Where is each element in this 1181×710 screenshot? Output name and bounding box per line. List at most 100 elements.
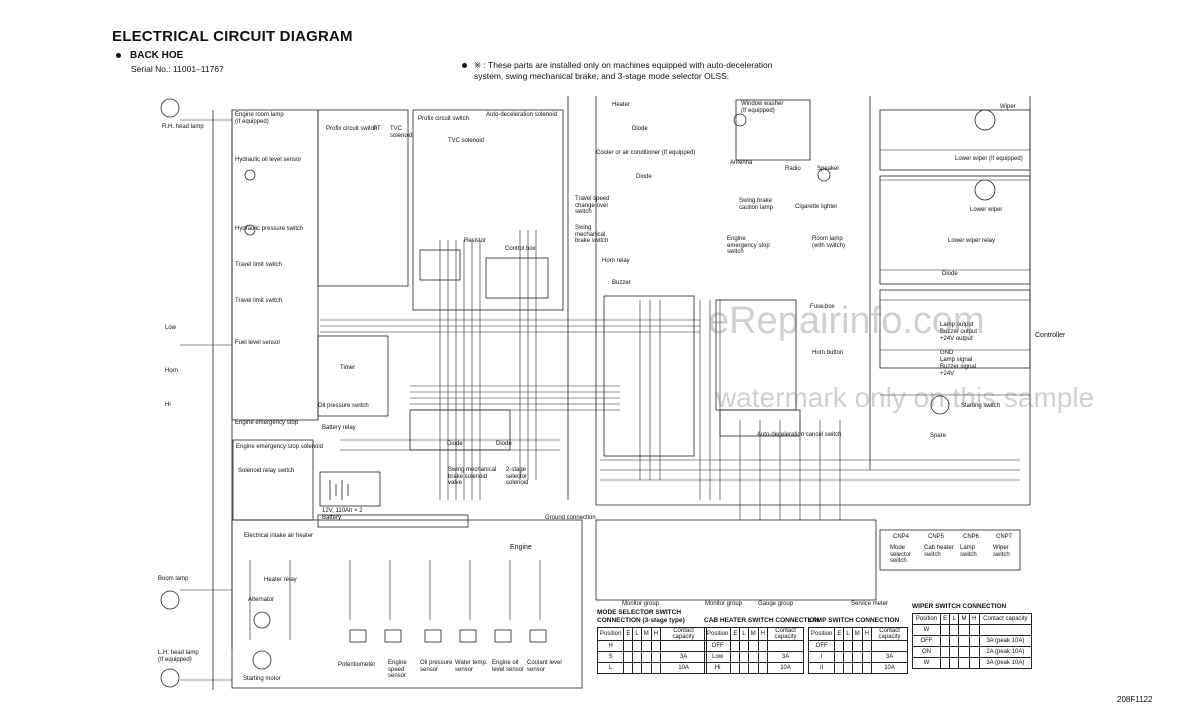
pt-label: PT bbox=[373, 126, 381, 132]
table-cell: 10A bbox=[767, 662, 804, 674]
table-cell: Contact capacity bbox=[871, 627, 908, 641]
table-cell: 10A bbox=[660, 662, 707, 674]
lh-head-lamp-symbol bbox=[160, 668, 180, 688]
travel-limit-label-1: Travel limit switch bbox=[235, 262, 283, 268]
diagram-title: ELECTRICAL CIRCUIT DIAGRAM bbox=[112, 28, 353, 45]
table-cell: 3A bbox=[660, 651, 707, 663]
auto-decel-solenoid-label: Auto-deceleration solenoid bbox=[486, 112, 558, 118]
table-cell bbox=[660, 640, 707, 652]
lamp-signal-label: Lamp signal bbox=[940, 357, 973, 363]
lower-wiper-relay-label: Lower wiper relay bbox=[948, 238, 996, 244]
tvc-solenoid-2-label: TVC solenoid bbox=[448, 138, 485, 144]
engine-room-lamp-label: Engine room lamp bbox=[235, 112, 284, 118]
drawing-code: 208F1122 bbox=[1117, 695, 1153, 704]
starting-motor-label: Starting motor bbox=[243, 676, 281, 682]
engine-room-lamp-equipped: (If equipped) bbox=[235, 119, 269, 125]
engine-label: Engine bbox=[510, 544, 532, 551]
emerg-stop-box bbox=[232, 439, 314, 521]
stage-selector-label: 2-stage selector solenoid bbox=[506, 467, 529, 486]
table-cell: E bbox=[730, 627, 741, 641]
table-cell: 3A (peak 10A) bbox=[978, 657, 1033, 669]
table-cell: H bbox=[968, 613, 980, 625]
table-cell: H bbox=[757, 627, 769, 641]
cigarette-lighter-label: Cigarette lighter bbox=[795, 204, 838, 210]
cab-heater-caption: CAB HEATER SWITCH CONNECTION bbox=[704, 617, 820, 624]
swing-brake-switch-label: Swing mechanical brake switch bbox=[575, 225, 609, 244]
radio-label: Radio bbox=[785, 166, 801, 172]
buzzer-output-label: Buzzer output bbox=[940, 329, 978, 335]
wiper-switch-caption: WIPER SWITCH CONNECTION bbox=[912, 603, 1007, 610]
tvc-solenoid-label: TVC solenoid bbox=[390, 126, 413, 139]
table-cell: Position bbox=[703, 627, 732, 641]
table-cell: Hi bbox=[703, 662, 732, 674]
boom-lamp-label: Boom lamp bbox=[158, 576, 189, 582]
watermark-line-1: eRepairinfo.com bbox=[708, 300, 985, 342]
note-bullet-icon bbox=[462, 63, 467, 68]
lh-head-lamp-label: L.H. head lamp bbox=[158, 650, 199, 656]
gauge-group-label: Gauge group bbox=[758, 601, 794, 607]
table-cell: L bbox=[843, 627, 853, 641]
table-cell: H bbox=[650, 627, 662, 641]
cnp7-code: CNP7 bbox=[996, 534, 1013, 540]
table-cell: OFF bbox=[703, 640, 732, 652]
hyd-pressure-label: Hydraulic pressure switch bbox=[235, 226, 304, 232]
diode-b-label: Diode bbox=[636, 174, 652, 180]
rh-head-lamp-label: R.H. head lamp bbox=[162, 124, 204, 130]
monitor-group bbox=[595, 519, 877, 601]
table-cell: E bbox=[623, 627, 634, 641]
horn-label: Horn bbox=[165, 368, 179, 374]
table-cell: ON bbox=[912, 646, 941, 658]
water-temp-label: Water temp. sensor bbox=[455, 660, 488, 673]
engine-speed-label: Engine speed sensor bbox=[388, 660, 407, 679]
room-lamp-label: Room lamp (with switch) bbox=[812, 236, 846, 249]
profix-circuit-switch-label: Profix circuit switch bbox=[418, 116, 470, 122]
speaker-label: Speaker bbox=[817, 166, 840, 172]
cnp5-label: Cab heater switch bbox=[924, 545, 954, 558]
ground-connection-label: Ground connection bbox=[545, 515, 596, 521]
table-cell: Contact capacity bbox=[660, 627, 707, 641]
lamp-switch-caption: LAMP SWITCH CONNECTION bbox=[808, 617, 900, 624]
oil-pressure-switch-label: Oil pressure switch bbox=[318, 403, 369, 409]
table-cell: Low bbox=[703, 651, 732, 663]
profix-box bbox=[317, 109, 409, 287]
controller-box bbox=[879, 289, 1031, 369]
timer-label: Timer bbox=[340, 365, 356, 371]
battery-label: Battery bbox=[322, 515, 342, 521]
table-cell: E bbox=[939, 613, 951, 625]
buzzer-signal-label: Buzzer signal bbox=[940, 364, 977, 370]
table-cell: M bbox=[747, 627, 759, 641]
cnp7-label: Wiper switch bbox=[993, 545, 1010, 558]
table-cell: L bbox=[596, 662, 625, 674]
note-line-2: system, swing mechanical brake, and 3-st… bbox=[474, 71, 730, 81]
window-washer-equipped: (If equipped) bbox=[741, 108, 775, 114]
lh-head-lamp-equipped: (If equipped) bbox=[158, 657, 192, 663]
monitor-group-label-2: Monitor group bbox=[705, 601, 743, 607]
diode-c-label: Diode bbox=[942, 271, 958, 277]
battery-relay-label: Battery relay bbox=[322, 425, 356, 431]
antenna-label: Antenna bbox=[730, 160, 753, 166]
table-cell: L bbox=[632, 627, 642, 641]
spare-label: Spare bbox=[930, 433, 947, 439]
lower-wiper-label: Lower wiper (If equipped) bbox=[955, 156, 1023, 162]
table-cell: 3A bbox=[767, 651, 804, 663]
cnp6-code: CNP6 bbox=[963, 534, 980, 540]
coolant-level-label: Coolant level sensor bbox=[527, 660, 562, 673]
lamp-output-label: Lamp output bbox=[940, 322, 974, 328]
window-washer-box bbox=[735, 99, 811, 161]
intake-heater-label: Electrical intake air heater bbox=[244, 533, 314, 539]
profix-circuit-label: Profix circuit switch bbox=[326, 126, 378, 132]
subtitle-text: BACK HOE bbox=[130, 50, 184, 61]
table-cell: M bbox=[851, 627, 863, 641]
table-cell: H bbox=[596, 640, 625, 652]
gnd-label: GND bbox=[940, 350, 954, 356]
swing-caution-label: Swing brake caution lamp bbox=[739, 198, 774, 211]
heater-relay-label: Heater relay bbox=[264, 577, 297, 583]
control-box-label: Control box bbox=[505, 246, 536, 252]
battery-rating-label: 12V, 110Ah × 2 bbox=[322, 508, 363, 514]
table-cell: W bbox=[912, 657, 941, 669]
travel-limit-label-2: Travel limit switch bbox=[235, 298, 283, 304]
alternator-label: Alternator bbox=[248, 597, 275, 603]
cnp4-label: Mode selector switch bbox=[890, 545, 912, 564]
